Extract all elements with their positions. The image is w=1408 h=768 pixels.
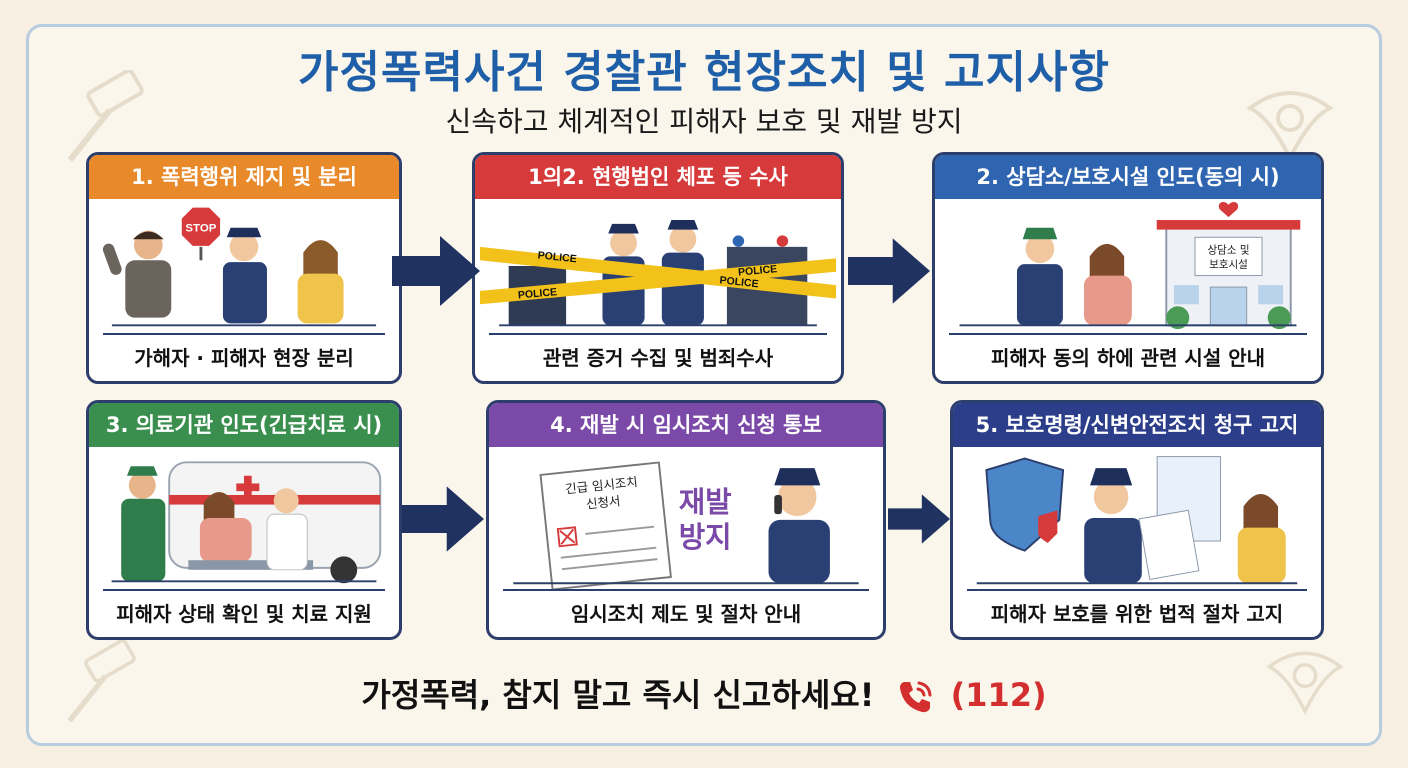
step-card-illustration [89, 447, 399, 589]
step-card-heading: 1. 폭력행위 제지 및 분리 [89, 155, 399, 199]
step-card-4: 3. 의료기관 인도(긴급치료 시) 피해자 상태 확인 및 치료 지원 [86, 400, 402, 640]
step-card-3: 2. 상담소/보호시설 인도(동의 시) 상담소 및 보호시설 피해자 동 [932, 152, 1324, 384]
building-sign: 상담소 및 [1207, 245, 1249, 257]
step-card-5: 4. 재발 시 임시조치 신청 통보 긴급 임시조치 신청서 재발 방지 [486, 400, 886, 640]
arrow-right-icon [402, 486, 484, 552]
prevention-stamp: 재발 [679, 485, 732, 519]
step-card-illustration: 상담소 및 보호시설 [935, 199, 1321, 333]
step-card-heading: 2. 상담소/보호시설 인도(동의 시) [935, 155, 1321, 199]
arrow-right-icon [392, 236, 480, 306]
step-card-caption: 임시조치 제도 및 절차 안내 [503, 589, 869, 637]
step-card-heading: 3. 의료기관 인도(긴급치료 시) [89, 403, 399, 447]
gavel-icon [67, 70, 144, 162]
page-title: 가정폭력사건 경찰관 현장조치 및 고지사항 [298, 47, 1110, 98]
step-card-heading: 5. 보호명령/신변안전조치 청구 고지 [953, 403, 1321, 447]
step-card-1: 1. 폭력행위 제지 및 분리 STOP 가해자 · 피해자 현장 분리 [86, 152, 402, 384]
step-card-heading: 1의2. 현행범인 체포 등 수사 [475, 155, 841, 199]
police-emblem-icon [1266, 651, 1344, 716]
svg-text:POLICE: POLICE [517, 286, 557, 301]
step-card-caption: 가해자 · 피해자 현장 분리 [103, 333, 385, 381]
step-card-illustration [953, 447, 1321, 589]
page-subtitle: 신속하고 체계적인 피해자 보호 및 재발 방지 [445, 105, 963, 138]
building-sign: 보호시설 [1209, 259, 1248, 271]
step-card-caption: 피해자 보호를 위한 법적 절차 고지 [967, 589, 1307, 637]
step-card-6: 5. 보호명령/신변안전조치 청구 고지 피해자 보호를 위한 법적 절차 고지 [950, 400, 1324, 640]
prevention-stamp: 방지 [679, 520, 732, 554]
svg-text:POLICE: POLICE [738, 263, 778, 278]
emergency-number: (112) [950, 676, 1047, 714]
arrow-right-icon [848, 238, 930, 304]
step-card-illustration: POLICE POLICE POLICE POLICE [475, 199, 841, 333]
step-card-illustration: 긴급 임시조치 신청서 재발 방지 [489, 447, 883, 589]
step-card-illustration: STOP [89, 199, 399, 333]
footer-message: 가정폭력, 참지 말고 즉시 신고하세요! [361, 676, 875, 714]
police-tape: POLICE POLICE POLICE POLICE [479, 246, 837, 305]
footer-banner: 가정폭력, 참지 말고 즉시 신고하세요! (112) [0, 670, 1408, 717]
step-card-caption: 피해자 상태 확인 및 치료 지원 [103, 589, 385, 637]
phone-icon [900, 681, 932, 713]
step-card-2: 1의2. 현행범인 체포 등 수사 POLICE POLICE POLICE P… [472, 152, 844, 384]
arrow-right-icon [888, 494, 950, 544]
svg-text:POLICE: POLICE [537, 249, 577, 265]
step-card-caption: 관련 증거 수집 및 범죄수사 [489, 333, 827, 381]
gavel-icon [67, 640, 136, 723]
police-emblem-icon [1246, 91, 1334, 163]
stop-sign-text: STOP [185, 223, 216, 235]
step-card-heading: 4. 재발 시 임시조치 신청 통보 [489, 403, 883, 447]
svg-text:POLICE: POLICE [719, 274, 759, 290]
document-title: 신청서 [585, 493, 621, 512]
step-card-caption: 피해자 동의 하에 관련 시설 안내 [949, 333, 1307, 381]
